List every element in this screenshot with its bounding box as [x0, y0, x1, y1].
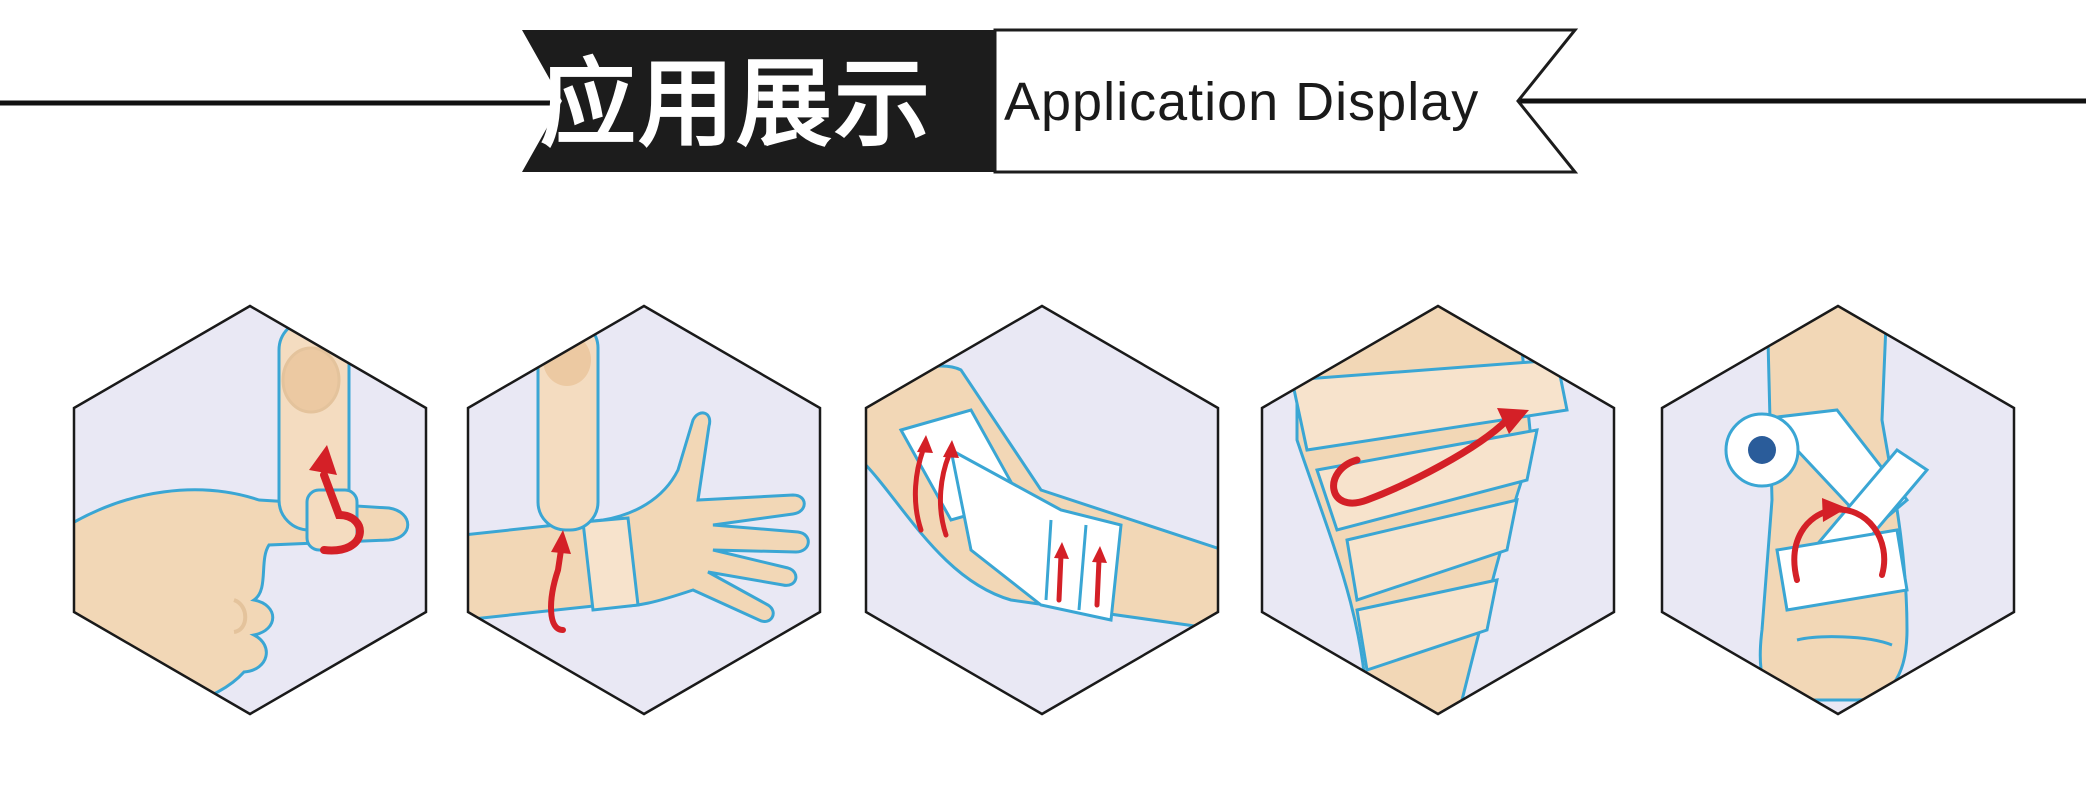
section-header: 应用展示 Application Display: [0, 0, 2086, 200]
finger-bandage-icon: [72, 304, 428, 716]
wrist-bandage-icon: [466, 304, 822, 716]
knee-bandage-icon: [1260, 304, 1616, 716]
hex-panel-wrist: [463, 300, 825, 720]
ribbon-dark: [522, 30, 997, 172]
header-banner-graphic: [0, 28, 2086, 174]
section-title-chinese: 应用展示: [540, 48, 932, 160]
ankle-bandage-icon: [1660, 304, 2016, 716]
ribbon-light: [993, 28, 1579, 174]
section-title-english: Application Display: [1004, 72, 1480, 132]
application-illustrations: [0, 300, 2086, 720]
hex-panel-knee: [1257, 300, 1619, 720]
hex-panel-elbow: [861, 300, 1223, 720]
elbow-bandage-icon: [864, 304, 1220, 716]
hex-panel-ankle: [1657, 300, 2019, 720]
hex-panel-finger: [69, 300, 431, 720]
